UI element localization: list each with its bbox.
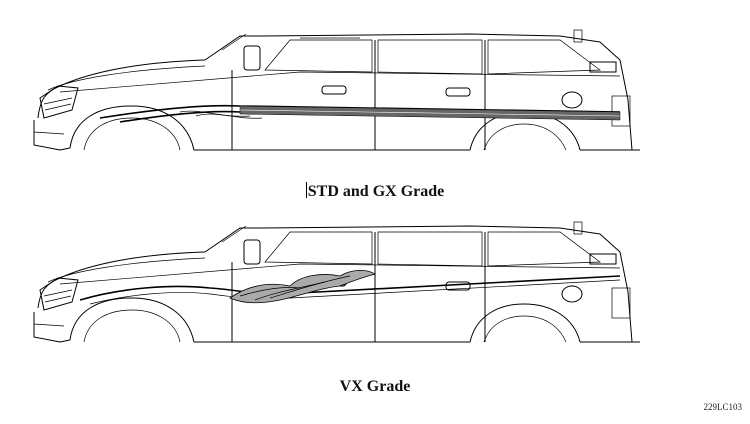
rear-window: [377, 231, 483, 267]
hood-line: [37, 251, 206, 309]
front-bumper: [33, 312, 71, 343]
rear-door-handle: [445, 87, 471, 97]
windshield: [204, 35, 262, 61]
hood-line: [37, 59, 206, 119]
rear-window: [377, 39, 483, 75]
side-mirror: [243, 239, 261, 265]
roof-line: [261, 225, 601, 235]
figure-code: 229LC103: [703, 402, 742, 412]
side-stripe-decal: [99, 104, 621, 123]
roof-line: [261, 33, 601, 43]
fuel-door: [561, 285, 583, 303]
vehicle-std-gx-drawing: [0, 0, 750, 180]
rear-light-top: [589, 61, 617, 73]
front-wheel-arch: [69, 105, 195, 151]
quarter-window: [487, 231, 602, 267]
caption-vx-grade: VX Grade: [339, 378, 411, 395]
side-mirror: [243, 45, 261, 71]
fuel-door: [561, 91, 583, 109]
vx-swoosh-decal: [79, 270, 621, 305]
windshield: [204, 227, 262, 253]
vehicle-vx-drawing: [0, 212, 750, 372]
grille: [39, 277, 79, 311]
caption-std-gx-grade: STD and GX Grade: [0, 182, 750, 201]
rear-light-top: [589, 253, 617, 265]
front-window: [264, 39, 373, 73]
front-window: [264, 231, 373, 265]
grille: [39, 85, 79, 119]
front-wheel-arch: [69, 297, 195, 343]
quarter-window: [487, 39, 602, 75]
front-door-handle: [321, 85, 347, 95]
front-bumper: [33, 120, 71, 151]
rear-wheel-arch: [469, 303, 581, 343]
